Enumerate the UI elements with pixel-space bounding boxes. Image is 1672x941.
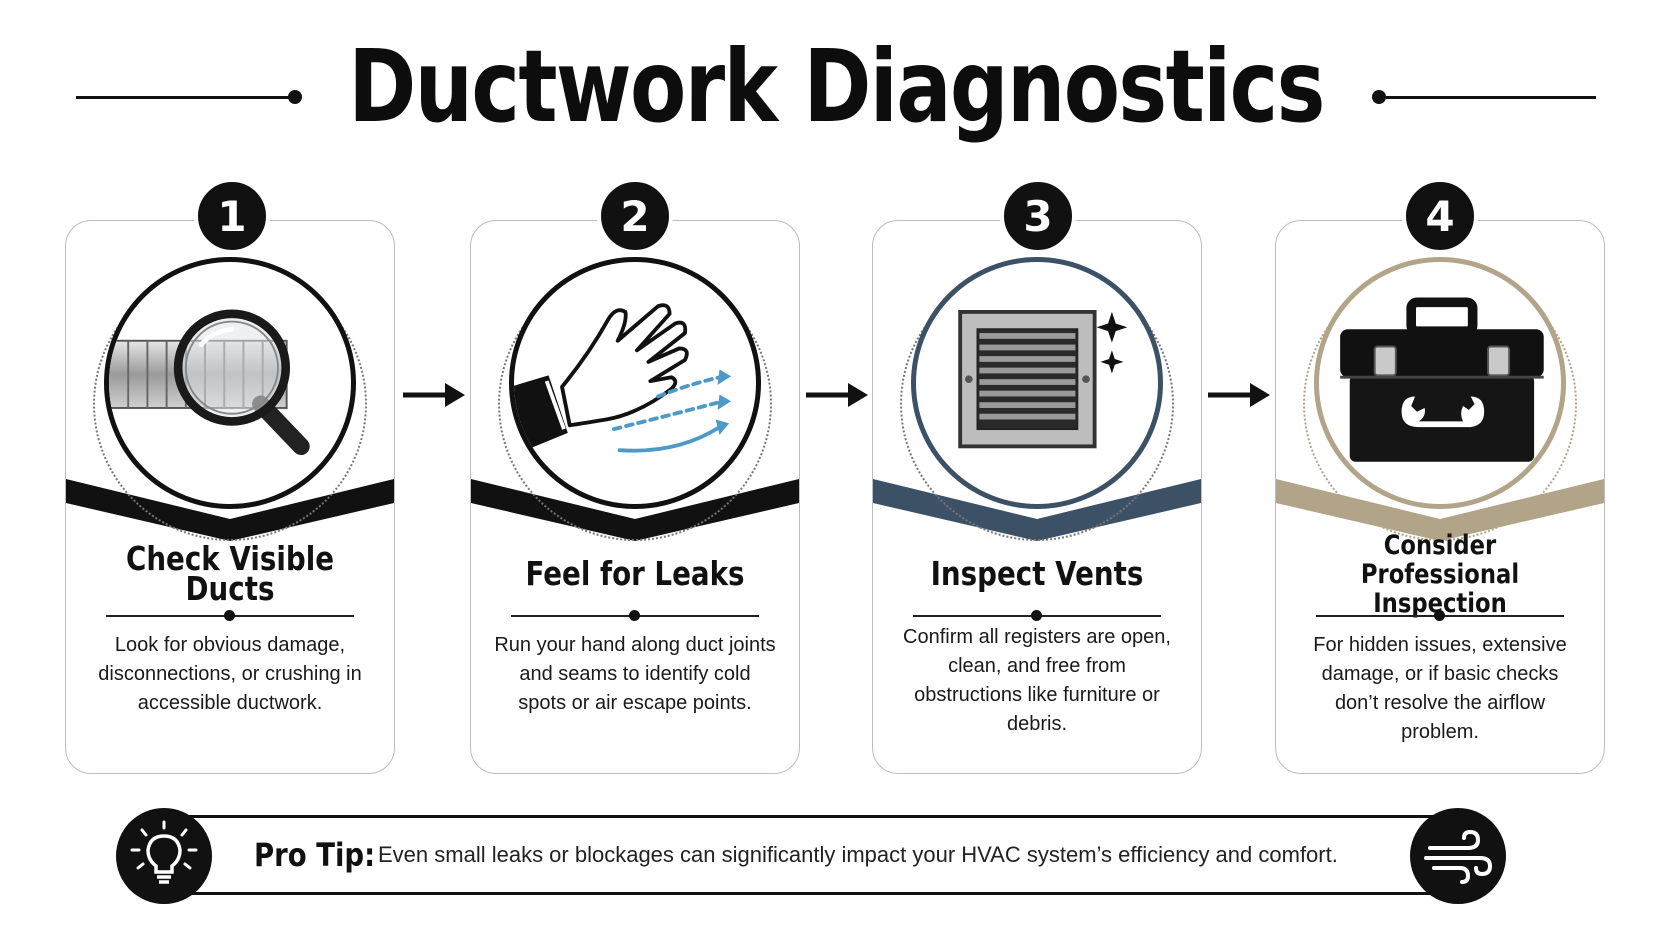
pro-tip-text: Even small leaks or blockages can signif…	[378, 842, 1338, 867]
title-divider-right	[1386, 96, 1596, 99]
page-title: Ductwork Diagnostics	[348, 28, 1325, 145]
step-3-card: Inspect Vents Confirm all registers are …	[872, 220, 1202, 774]
title-divider-dot-right	[1372, 90, 1386, 104]
title-row: Ductwork Diagnostics	[0, 22, 1672, 152]
title-divider-dot-left	[288, 90, 302, 104]
step-3-description: Confirm all registers are open, clean, a…	[903, 626, 1171, 735]
step-3-title: Inspect Vents	[930, 554, 1144, 593]
step-2-card: Feel for Leaks Run your hand along duct …	[470, 220, 800, 774]
step-1-divider-dot	[224, 610, 235, 621]
step-1-card: Check Visible Ducts Look for obvious dam…	[65, 220, 395, 774]
step-2-divider-dot	[629, 610, 640, 621]
step-1-description: Look for obvious damage, disconnections,…	[98, 634, 362, 714]
title-divider-left	[76, 96, 294, 99]
arrow-right-icon	[1208, 383, 1270, 407]
step-1-magnifying-glass-duct-icon	[104, 257, 356, 509]
arrow-right-icon	[403, 383, 465, 407]
step-2-title: Feel for Leaks	[525, 554, 745, 593]
step-4-divider-dot	[1434, 610, 1445, 621]
wind-icon	[1410, 808, 1506, 904]
pro-tip-bar	[186, 815, 1436, 895]
step-4-title: Consider Professional Inspection	[1360, 529, 1520, 619]
step-2-hand-airflow-icon	[509, 257, 761, 509]
step-1-title: Check Visible Ducts	[125, 539, 335, 608]
step-4-toolbox-wrench-icon	[1314, 257, 1566, 509]
pro-tip-label: Pro Tip:	[254, 836, 376, 874]
step-4-description: For hidden issues, extensive damage, or …	[1313, 634, 1567, 743]
step-1-number-badge: 1	[194, 178, 270, 254]
step-4-number-badge: 4	[1402, 178, 1478, 254]
step-3-divider-dot	[1031, 610, 1042, 621]
step-2-number-badge: 2	[597, 178, 673, 254]
step-3-vent-register-icon	[911, 257, 1163, 509]
step-3-number-badge: 3	[1000, 178, 1076, 254]
step-4-card: Consider Professional Inspection For hid…	[1275, 220, 1605, 774]
lightbulb-icon	[116, 808, 212, 904]
step-2-description: Run your hand along duct joints and seam…	[494, 634, 776, 714]
arrow-right-icon	[806, 383, 868, 407]
